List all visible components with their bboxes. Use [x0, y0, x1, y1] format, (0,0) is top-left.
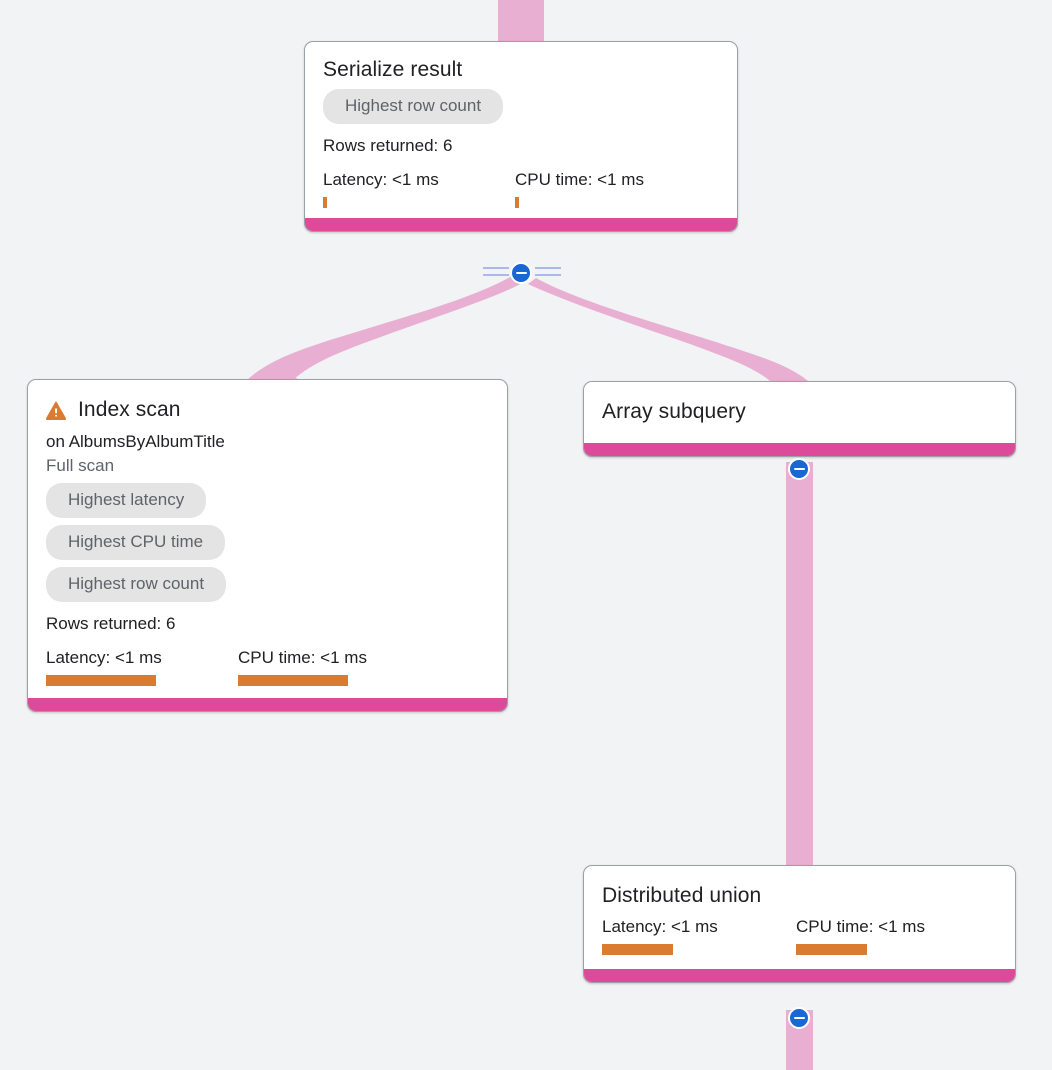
node-title-row: Distributed union [602, 883, 997, 909]
node-title-row: Array subquery [602, 399, 997, 425]
minus-icon [515, 271, 527, 275]
node-metrics: Latency: <1 ms CPU time: <1 ms [323, 170, 719, 208]
metric-latency: Latency: <1 ms [323, 170, 515, 208]
metric-cpu-time: CPU time: <1 ms [796, 917, 925, 955]
minus-icon [793, 467, 805, 471]
metric-cpu-time-bar [796, 944, 867, 955]
node-status-bar [584, 443, 1015, 456]
node-title-row: Serialize result [323, 57, 719, 83]
chip-highest-row-count: Highest row count [46, 567, 227, 602]
node-index-scan[interactable]: Index scan on AlbumsByAlbumTitle Full sc… [27, 379, 508, 712]
metric-cpu-time: CPU time: <1 ms [515, 170, 644, 208]
metric-cpu-time-label: CPU time: <1 ms [238, 648, 367, 667]
node-title: Array subquery [602, 400, 746, 423]
node-status-bar [305, 218, 737, 231]
metric-cpu-time-label: CPU time: <1 ms [515, 170, 644, 189]
node-title: Serialize result [323, 58, 463, 81]
collapse-toggle-distributed-union[interactable] [788, 1007, 810, 1029]
node-status-bar [584, 969, 1015, 982]
chip-highest-cpu-time: Highest CPU time [46, 525, 226, 560]
node-chips: Highest row count [323, 89, 719, 131]
node-body: Index scan on AlbumsByAlbumTitle Full sc… [28, 380, 507, 698]
node-array-subquery[interactable]: Array subquery [583, 381, 1016, 457]
minus-icon [793, 1016, 805, 1020]
metric-latency-label: Latency: <1 ms [602, 917, 718, 936]
warning-icon [46, 401, 66, 420]
node-metrics: Latency: <1 ms CPU time: <1 ms [602, 917, 997, 955]
node-subtitle: on AlbumsByAlbumTitle [46, 432, 225, 451]
edge-serialize-to-index-scan [246, 276, 524, 381]
metric-latency-bar [323, 197, 327, 208]
metric-cpu-time-bar [515, 197, 519, 208]
node-chips: Highest latency Highest CPU time Highest… [46, 483, 489, 609]
metric-latency: Latency: <1 ms [602, 917, 796, 955]
metric-latency-label: Latency: <1 ms [323, 170, 439, 189]
edge-into-serialize [498, 0, 544, 44]
metric-latency-label: Latency: <1 ms [46, 648, 162, 667]
node-body: Serialize result Highest row count Rows … [305, 42, 737, 218]
collapse-toggle-serialize-result[interactable] [510, 262, 532, 284]
node-scan-type: Full scan [46, 456, 115, 475]
edge-array-to-union [786, 462, 813, 868]
metric-latency: Latency: <1 ms [46, 648, 238, 686]
node-distributed-union[interactable]: Distributed union Latency: <1 ms CPU tim… [583, 865, 1016, 983]
rows-returned: Rows returned: 6 [46, 614, 176, 633]
node-body: Distributed union Latency: <1 ms CPU tim… [584, 866, 1015, 969]
node-metrics: Latency: <1 ms CPU time: <1 ms [46, 648, 489, 686]
chip-highest-latency: Highest latency [46, 483, 207, 518]
chip-highest-row-count: Highest row count [323, 89, 504, 124]
metric-latency-bar [46, 675, 156, 686]
metric-cpu-time-bar [238, 675, 348, 686]
node-title: Index scan [78, 398, 181, 421]
metric-latency-bar [602, 944, 673, 955]
rows-returned: Rows returned: 6 [323, 136, 453, 155]
node-body: Array subquery [584, 382, 1015, 443]
edge-serialize-to-array-subquery [528, 278, 808, 381]
node-title: Distributed union [602, 884, 762, 907]
metric-cpu-time: CPU time: <1 ms [238, 648, 367, 686]
collapse-toggle-array-subquery[interactable] [788, 458, 810, 480]
node-status-bar [28, 698, 507, 711]
node-title-row: Index scan [46, 397, 489, 423]
node-serialize-result[interactable]: Serialize result Highest row count Rows … [304, 41, 738, 232]
metric-cpu-time-label: CPU time: <1 ms [796, 917, 925, 936]
